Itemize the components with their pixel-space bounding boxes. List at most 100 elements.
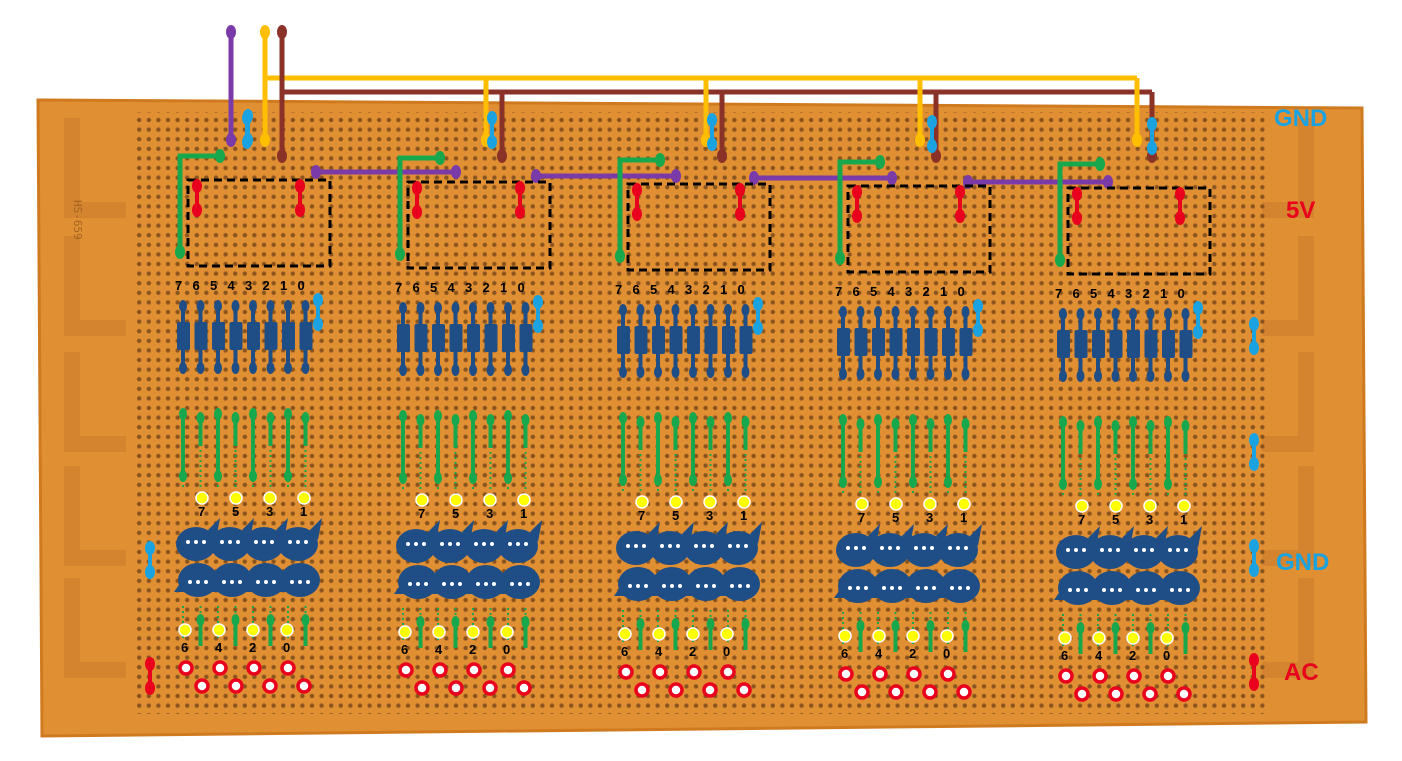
- resistor: [1057, 330, 1070, 358]
- resistor: [519, 324, 533, 352]
- ac-terminal: [500, 662, 516, 678]
- odd-bit-label: 5: [232, 504, 239, 519]
- chip-pin-label: 5: [210, 278, 217, 293]
- chip-pin-label: 7: [615, 282, 622, 297]
- strip-left-4: [64, 578, 126, 678]
- purple-cascade-1: [531, 169, 681, 183]
- even-bit-label: 6: [401, 642, 408, 657]
- odd-bit-label: 5: [452, 506, 459, 521]
- strip-right-1: [1262, 236, 1314, 336]
- odd-bit-marker: [669, 495, 683, 509]
- vcc-pin-a: [192, 179, 202, 217]
- brown-drop-end-2: [717, 149, 727, 163]
- resistor: [247, 322, 260, 350]
- strip-left-2: [64, 352, 126, 452]
- resistor: [722, 326, 735, 354]
- resistor: [264, 322, 278, 350]
- even-bit-marker: [398, 625, 412, 639]
- chip-pin-label: 6: [633, 282, 640, 297]
- odd-bit-label: 3: [706, 508, 713, 523]
- chip-pin-label: 6: [1073, 286, 1080, 301]
- rail-label-ac: AC: [1284, 659, 1319, 686]
- resistor: [1127, 330, 1140, 358]
- odd-bit-marker: [297, 491, 311, 505]
- even-bit-marker: [280, 623, 294, 637]
- gnd-pin: [487, 111, 497, 149]
- even-bit-label: 6: [841, 646, 848, 661]
- chip-pin-label: 6: [193, 278, 200, 293]
- resistor: [397, 324, 410, 352]
- odd-bit-label: 7: [418, 506, 425, 521]
- even-bit-label: 4: [435, 642, 443, 657]
- vcc-pin-a: [1072, 187, 1082, 225]
- ac-terminal: [262, 678, 278, 694]
- even-bit-label: 6: [1061, 648, 1068, 663]
- ac-terminal: [414, 680, 430, 696]
- ac-terminal: [668, 682, 684, 698]
- even-bit-marker: [500, 625, 514, 639]
- ac-terminal: [872, 666, 888, 682]
- resistor: [432, 324, 445, 352]
- ac-terminal: [280, 660, 296, 676]
- resistor: [959, 328, 973, 356]
- chip-pin-label: 2: [483, 280, 490, 295]
- chip-pin-label: 6: [413, 280, 420, 295]
- gnd-pin-resistor: [753, 297, 763, 335]
- gnd-pin-right-1: [1249, 317, 1259, 355]
- even-bit-label: 2: [909, 646, 916, 661]
- resistor: [1179, 330, 1193, 358]
- resistor: [194, 322, 208, 350]
- ac-terminal: [720, 664, 736, 680]
- ac-terminal: [228, 678, 244, 694]
- chip-pin-label: 0: [518, 280, 525, 295]
- odd-bit-label: 7: [638, 508, 645, 523]
- brown-drop-end-1: [497, 149, 507, 163]
- chip-pin-label: 0: [958, 284, 965, 299]
- chip-pin-label: 2: [923, 284, 930, 299]
- resistor: [634, 326, 648, 354]
- chip-pin-label: 0: [738, 282, 745, 297]
- resistor: [942, 328, 955, 356]
- yellow-lead-end: [260, 25, 270, 39]
- odd-bit-marker: [229, 491, 243, 505]
- odd-bit-label: 1: [300, 504, 307, 519]
- odd-bit-marker: [517, 493, 531, 507]
- odd-bit-marker: [957, 497, 971, 511]
- ac-terminal: [448, 680, 464, 696]
- resistor: [837, 328, 850, 356]
- resistor: [854, 328, 868, 356]
- strip-right-0: [1262, 118, 1314, 218]
- ac-terminal: [686, 664, 702, 680]
- chip-pin-label: 5: [650, 282, 657, 297]
- strip-right-4: [1262, 578, 1314, 678]
- ac-terminal: [432, 662, 448, 678]
- even-bit-label: 0: [723, 644, 730, 659]
- odd-bit-label: 5: [672, 508, 679, 523]
- strip-left-1: [64, 236, 126, 336]
- even-bit-marker: [686, 627, 700, 641]
- resistor: [1109, 330, 1123, 358]
- chip-pin-label: 7: [175, 278, 182, 293]
- odd-bit-label: 7: [198, 504, 205, 519]
- chip-pin-label: 3: [1125, 286, 1132, 301]
- vcc-pin-b: [735, 183, 745, 221]
- chip-pin-label: 2: [703, 282, 710, 297]
- green-l-lead: [177, 153, 220, 252]
- green-l-lead: [617, 157, 660, 256]
- yellow-drop-end-3: [915, 133, 925, 147]
- even-bit-marker: [178, 623, 192, 637]
- ac-terminal: [212, 660, 228, 676]
- green-l-lead: [1057, 161, 1100, 260]
- ac-terminal: [1092, 668, 1108, 684]
- vcc-pin-a: [412, 181, 422, 219]
- odd-bit-label: 7: [858, 510, 865, 525]
- even-bit-label: 2: [1129, 648, 1136, 663]
- resistor: [669, 326, 683, 354]
- resistor: [872, 328, 885, 356]
- resistor: [502, 324, 515, 352]
- resistor: [177, 322, 190, 350]
- ac-terminal: [702, 682, 718, 698]
